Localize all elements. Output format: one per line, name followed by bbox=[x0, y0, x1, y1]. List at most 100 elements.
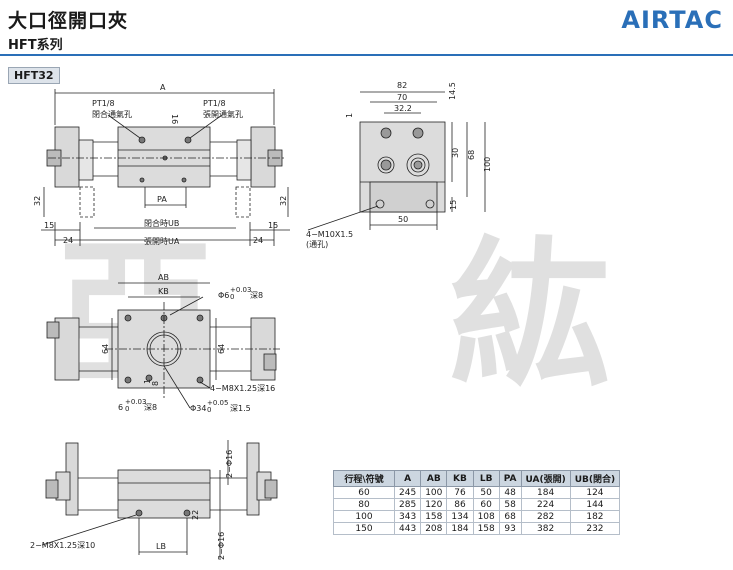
table-cell: 285 bbox=[393, 498, 422, 511]
front-phi16-label: 2−Φ16 bbox=[225, 450, 234, 478]
spec-table: 行程\符號 A AB KB LB PA UA(張開) UB(閉合) 60 245… bbox=[333, 470, 621, 535]
front-phi16b-label: 2−Φ16 bbox=[217, 532, 226, 560]
dim-lb-label: LB bbox=[156, 542, 166, 551]
table-cell: 50 bbox=[472, 486, 500, 499]
dim-ab-label: AB bbox=[158, 273, 169, 282]
dowel-top-label: Φ6 bbox=[218, 291, 229, 300]
side-view-drawing bbox=[307, 91, 486, 231]
table-cell: 184 bbox=[446, 522, 474, 535]
table-cell: 208 bbox=[420, 522, 448, 535]
dim-24-right-label: 24 bbox=[253, 236, 263, 245]
dim-pa-label: PA bbox=[157, 195, 167, 204]
header-divider bbox=[0, 54, 733, 56]
table-row: 150 443 208 184 158 93 382 232 bbox=[333, 522, 621, 535]
dim-22-label: 22 bbox=[191, 510, 200, 520]
dim-50-label: 50 bbox=[398, 215, 408, 224]
bore-label: Φ34 bbox=[190, 404, 206, 413]
dim-a-label: A bbox=[160, 83, 166, 92]
dim-100-label: 100 bbox=[483, 157, 492, 172]
dim-64-left-label: 64 bbox=[101, 344, 110, 354]
header-lb: LB bbox=[472, 470, 500, 487]
table-cell: 108 bbox=[472, 510, 500, 523]
table-cell: 80 bbox=[333, 498, 395, 511]
header-a: A bbox=[393, 470, 422, 487]
header-ab: AB bbox=[420, 470, 448, 487]
front-thread-label: 2−M8X1.25深10 bbox=[30, 541, 95, 550]
dim-32-left-label: 32 bbox=[33, 196, 42, 206]
thread-note-label: 4−M10X1.5 bbox=[306, 230, 353, 239]
table-row: 100 343 158 134 108 68 282 182 bbox=[333, 510, 621, 523]
table-cell: 86 bbox=[446, 498, 474, 511]
bottom-view-drawing bbox=[46, 282, 280, 409]
table-cell: 68 bbox=[498, 510, 522, 523]
dim-64-right-label: 64 bbox=[217, 344, 226, 354]
table-cell: 158 bbox=[472, 522, 500, 535]
table-cell: 343 bbox=[393, 510, 422, 523]
dim-24-left-label: 24 bbox=[63, 236, 73, 245]
brand-logo: AIRTAC bbox=[621, 6, 723, 34]
dowel-top-tol: +0.03 bbox=[230, 286, 251, 294]
table-cell: 443 bbox=[393, 522, 422, 535]
header-pa: PA bbox=[498, 470, 522, 487]
table-cell: 182 bbox=[569, 510, 621, 523]
table-cell: 184 bbox=[520, 486, 571, 499]
model-tag: HFT32 bbox=[8, 67, 60, 84]
dowel-bottom-tol: +0.03 bbox=[125, 398, 146, 406]
dim-70-label: 70 bbox=[397, 93, 407, 102]
header-stroke: 行程\符號 bbox=[333, 470, 395, 487]
pt-right-desc: 張開通氣孔 bbox=[203, 109, 243, 119]
table-cell: 100 bbox=[420, 486, 448, 499]
table-cell: 58 bbox=[498, 498, 522, 511]
table-cell: 158 bbox=[420, 510, 448, 523]
dim-ua-label: 張開時UA bbox=[144, 237, 180, 246]
dim-15-side-label: 15 bbox=[449, 200, 458, 210]
pt-left-desc: 閉合通氣孔 bbox=[92, 109, 132, 119]
dim-68-label: 68 bbox=[467, 150, 476, 160]
header-ub: UB(閉合) bbox=[569, 470, 621, 487]
table-cell: 282 bbox=[520, 510, 571, 523]
front-view-drawing bbox=[41, 440, 278, 560]
dim-32-right-label: 32 bbox=[279, 196, 288, 206]
page-title: 大口徑開口夾 bbox=[8, 10, 129, 32]
table-cell: 60 bbox=[333, 486, 395, 499]
table-cell: 100 bbox=[333, 510, 395, 523]
bore-tol0: 0 bbox=[207, 406, 211, 414]
table-cell: 134 bbox=[446, 510, 474, 523]
dim-15-left-label: 15 bbox=[44, 221, 54, 230]
dim-kb-label: KB bbox=[158, 287, 169, 296]
series-subtitle: HFT系列 bbox=[8, 38, 63, 53]
dowel-top-tol0: 0 bbox=[230, 293, 234, 301]
header-kb: KB bbox=[446, 470, 474, 487]
dim-ub-label: 閉合時UB bbox=[144, 218, 179, 228]
pt-right-label: PT1/8 bbox=[203, 99, 226, 108]
table-cell: 76 bbox=[446, 486, 474, 499]
table-cell: 124 bbox=[569, 486, 621, 499]
thread-note2-label: (通孔) bbox=[306, 239, 328, 249]
dim-1-bottom-label: 1 bbox=[143, 379, 152, 384]
dowel-bottom-depth: 深8 bbox=[144, 403, 157, 412]
table-cell: 232 bbox=[569, 522, 621, 535]
dim-1-side-label: 1 bbox=[345, 113, 354, 118]
table-cell: 144 bbox=[569, 498, 621, 511]
dim-16-label: 16 bbox=[170, 114, 179, 124]
table-cell: 150 bbox=[333, 522, 395, 535]
bottom-thread-label: 4−M8X1.25深16 bbox=[210, 384, 275, 393]
dim-8-label: 8 bbox=[151, 381, 160, 386]
dim-32-2-label: 32.2 bbox=[394, 104, 412, 113]
bore-depth: 深1.5 bbox=[230, 404, 251, 413]
table-row: 80 285 120 86 60 58 224 144 bbox=[333, 498, 621, 511]
table-cell: 245 bbox=[393, 486, 422, 499]
header-ua: UA(張開) bbox=[520, 470, 571, 487]
dowel-top-depth: 深8 bbox=[250, 291, 263, 300]
table-cell: 60 bbox=[472, 498, 500, 511]
dim-82-label: 82 bbox=[397, 81, 407, 90]
dim-30-label: 30 bbox=[451, 148, 460, 158]
table-cell: 93 bbox=[498, 522, 522, 535]
dowel-bottom-label: 6 bbox=[118, 403, 123, 412]
table-cell: 382 bbox=[520, 522, 571, 535]
dim-14-5-label: 14.5 bbox=[448, 82, 457, 100]
top-view-drawing bbox=[41, 89, 290, 246]
table-cell: 48 bbox=[498, 486, 522, 499]
dowel-bottom-tol0: 0 bbox=[125, 405, 129, 413]
